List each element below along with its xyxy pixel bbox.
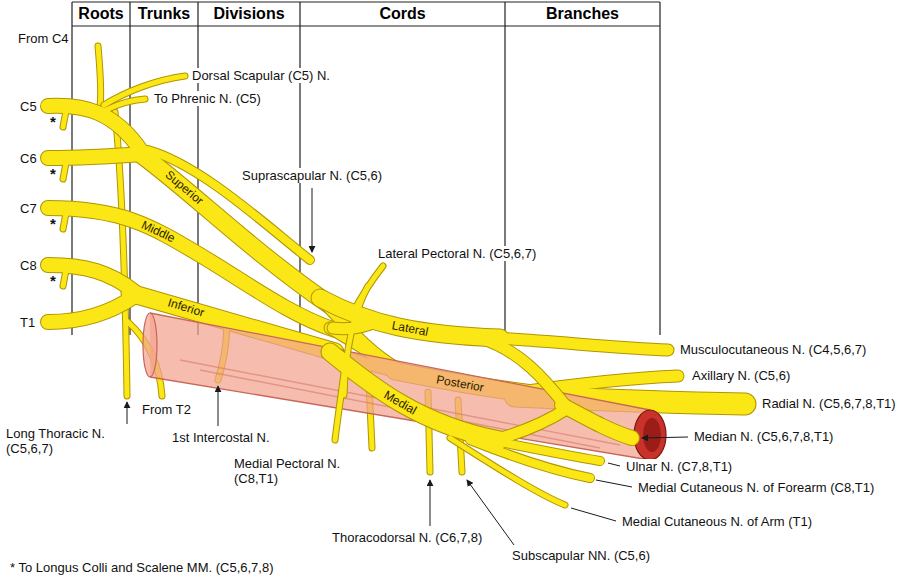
- column-header: Cords: [300, 4, 505, 24]
- nerve: [470, 440, 590, 478]
- nerve: [106, 99, 145, 110]
- leader-line: [642, 437, 688, 438]
- nerve-root: [48, 296, 135, 322]
- nerve: [480, 338, 565, 405]
- leader-line: [571, 508, 616, 521]
- nerve-label: Subscapular NN. (C5,6): [510, 548, 652, 563]
- root-label: T1: [18, 315, 37, 330]
- column-header: Branches: [505, 4, 660, 24]
- nerve: [480, 338, 565, 405]
- nerve-label: Medial Pectoral N. (C8,T1): [232, 456, 356, 486]
- nerve-root: [48, 154, 142, 158]
- nerve-label: Radial N. (C5,6,7,8,T1): [760, 396, 898, 411]
- leader-line: [608, 463, 620, 466]
- leader-lines: [127, 188, 688, 545]
- nerve-cord: [330, 352, 500, 440]
- artery-end: [143, 313, 157, 377]
- nerve-root: [48, 265, 135, 292]
- footnote-mark: *: [50, 273, 56, 288]
- nerve: [495, 408, 568, 440]
- nerve-label: Medial Cutaneous N. of Forearm (C8,T1): [636, 480, 876, 495]
- nerve: [98, 46, 101, 106]
- nerve: [450, 438, 565, 505]
- nerve-label: Musculocutaneous N. (C4,5,6,7): [678, 342, 868, 357]
- front-nerves: [320, 266, 668, 505]
- leader-line: [312, 188, 313, 252]
- nerve-label: Axillary N. (C5,6): [690, 368, 792, 383]
- leader-line: [127, 402, 128, 424]
- nerve-label: Lateral Pectoral N. (C5,6,7): [376, 246, 538, 261]
- nerve: [335, 365, 345, 440]
- column-header: Roots: [72, 4, 130, 24]
- nerve-label: Long Thoracic N. (C5,6,7): [4, 426, 120, 456]
- nerve-root: [48, 154, 142, 158]
- root-label: C6: [18, 151, 39, 166]
- leader-line: [218, 386, 219, 426]
- nerve: [344, 286, 368, 395]
- nerve: [495, 408, 568, 440]
- nerve-root: [48, 296, 135, 322]
- footnote: * To Longus Colli and Scalene MM. (C5,6,…: [8, 560, 276, 575]
- nerve-label: Suprascapular N. (C5,6): [240, 168, 384, 183]
- nerve: [335, 365, 345, 440]
- nerve: [562, 405, 632, 438]
- nerve-label: 1st Intercostal N.: [170, 430, 272, 445]
- nerve-cord: [330, 352, 500, 440]
- root-label: C8: [18, 258, 39, 273]
- column-header: Trunks: [130, 4, 198, 24]
- nerve: [495, 338, 668, 350]
- nerve-label: Thoracodorsal N. (C6,7,8): [330, 530, 484, 545]
- nerve-label: Median N. (C5,6,7,8,T1): [692, 429, 835, 444]
- nerve: [63, 111, 66, 286]
- root-label: C7: [18, 201, 39, 216]
- nerve: [562, 405, 632, 438]
- nerve-label: Dorsal Scapular (C5) N.: [190, 68, 332, 83]
- footnote-mark: *: [50, 216, 56, 231]
- nerve: [495, 338, 668, 350]
- nerve-cord: [320, 298, 500, 338]
- nerve: [98, 46, 101, 106]
- leader-line: [430, 480, 431, 526]
- nerve-label: To Phrenic N. (C5): [152, 91, 263, 106]
- column-header: Divisions: [198, 4, 300, 24]
- nerve-label: From C4: [16, 31, 71, 46]
- leader-line: [596, 480, 632, 487]
- footnote-mark: *: [50, 114, 56, 129]
- nerve-cord: [320, 298, 500, 338]
- nerve-label: Ulnar N. (C7,8,T1): [624, 459, 734, 474]
- nerve: [148, 150, 310, 260]
- nerve-label: From T2: [140, 402, 193, 417]
- footnote-mark: *: [50, 166, 56, 181]
- nerve-label: Medial Cutaneous N. of Arm (T1): [620, 514, 814, 529]
- artery-lumen: [643, 418, 661, 452]
- root-label: C5: [18, 99, 39, 114]
